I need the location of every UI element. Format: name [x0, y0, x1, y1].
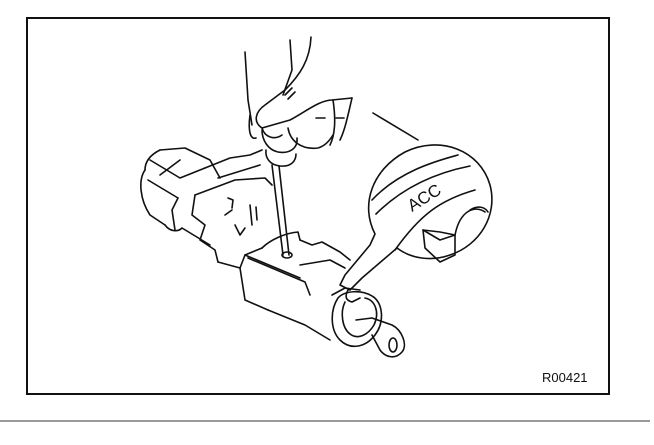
magnified-callout-icon — [339, 112, 493, 291]
key-cylinder-icon — [331, 287, 406, 358]
figure-reference-code: R00421 — [542, 370, 588, 385]
hand-icon — [244, 36, 353, 150]
separator-line — [0, 420, 650, 422]
acc-label: ACC — [404, 180, 445, 215]
screwdriver-icon — [261, 129, 298, 259]
illustration-frame — [26, 17, 610, 395]
lock-housing-icon — [140, 147, 351, 341]
